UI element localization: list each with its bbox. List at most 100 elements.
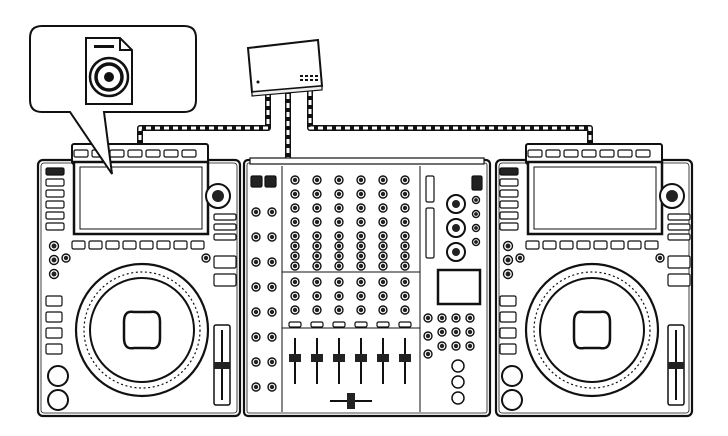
channel-trim-knob-cap (314, 293, 320, 299)
effects-knob-cap (467, 329, 473, 335)
hood-button (73, 149, 89, 158)
channel-knob-cap (314, 191, 320, 197)
master-knob-cap (452, 200, 460, 208)
left-column-button (499, 222, 519, 231)
eq-knob-cap (358, 253, 364, 259)
hot-cue-pad (139, 240, 154, 250)
mixer-send-knob-cap (253, 334, 259, 340)
channel-knob-cap (336, 191, 342, 197)
channel-trim-knob-cap (314, 307, 320, 313)
left-browse-knob (205, 183, 231, 209)
cue-button (398, 321, 412, 328)
mixer-send-knob-cap (253, 234, 259, 240)
channel-knob-cap (292, 191, 298, 197)
hot-cue-pad (173, 240, 188, 250)
effects-knob-cap (439, 343, 445, 349)
eq-knob-cap (314, 263, 320, 269)
mixer-send-knob-cap (253, 384, 259, 390)
mixer-send-knob-cap (269, 384, 275, 390)
shift-button (667, 255, 691, 269)
mixer-effects-screen (436, 268, 482, 306)
eq-knob-cap (358, 233, 364, 239)
eq-knob-cap (292, 243, 298, 249)
hot-cue-pad (105, 240, 120, 250)
mixer-send-knob-cap (269, 309, 275, 315)
eq-knob-cap (380, 253, 386, 259)
effects-knob-cap (439, 329, 445, 335)
headphone-knob (451, 359, 465, 373)
channel-fader-cap (311, 354, 323, 362)
mixer-send-knob-cap (269, 359, 275, 365)
right-column-button (213, 213, 237, 221)
right-browse-knob (659, 183, 685, 209)
hot-cue-pad (122, 240, 137, 250)
eq-knob-cap (336, 243, 342, 249)
mixer-send-knob-cap (269, 259, 275, 265)
eq-knob-cap (380, 243, 386, 249)
channel-fader-cap (355, 354, 367, 362)
hood-button (599, 149, 615, 158)
mixer-send-knob-cap (269, 334, 275, 340)
mixer-send-knob-cap (253, 209, 259, 215)
cue-button (47, 365, 69, 387)
eq-knob-cap (380, 233, 386, 239)
eq-knob-cap (402, 233, 408, 239)
booth-knob-cap (425, 333, 431, 339)
channel-knob-cap (380, 219, 386, 225)
hood-button (163, 149, 179, 158)
left-column-knob-cap (51, 257, 57, 263)
left-column-button (45, 200, 65, 209)
channel-knob-cap (358, 219, 364, 225)
eq-knob-cap (358, 243, 364, 249)
mixer-right-knob-cap (474, 226, 478, 230)
loop-button (499, 327, 517, 339)
hood-button (181, 149, 197, 158)
left-column-knob-cap (505, 257, 511, 263)
channel-knob-cap (380, 177, 386, 183)
loop-button (499, 343, 517, 355)
channel-fader-cap (289, 354, 301, 362)
hot-cue-pad (627, 240, 642, 250)
right-column-button (667, 233, 691, 241)
hood-button (527, 149, 543, 158)
left-column-button (45, 222, 65, 231)
cue-button (332, 321, 346, 328)
pad-knob-cap (517, 255, 523, 261)
cue-button (354, 321, 368, 328)
left-column-button (499, 200, 519, 209)
hot-cue-pad (559, 240, 574, 250)
left-column-knob-cap (51, 271, 57, 277)
left-dj-player (36, 143, 242, 418)
hot-cue-pad (71, 240, 86, 250)
eq-knob-cap (380, 263, 386, 269)
channel-trim-knob-cap (292, 279, 298, 285)
callout-magnifier (29, 25, 197, 175)
right-jog-wheel (524, 262, 660, 398)
hot-cue-pad (190, 240, 205, 250)
channel-trim-knob-cap (380, 293, 386, 299)
hood-button (545, 149, 561, 158)
hot-cue-pad (576, 240, 591, 250)
eq-knob-cap (292, 253, 298, 259)
channel-trim-knob-cap (292, 307, 298, 313)
channel-knob-cap (402, 177, 408, 183)
sync-button (667, 273, 691, 287)
pad-knob-cap (657, 255, 663, 261)
right-dj-player (494, 143, 694, 418)
loop-button (45, 343, 63, 355)
mixer-usb-button (250, 175, 263, 188)
hood-button (127, 149, 143, 158)
mixer-send-knob-cap (253, 259, 259, 265)
booth-knob-cap (425, 315, 431, 321)
eq-knob-cap (314, 243, 320, 249)
hood-button (581, 149, 597, 158)
channel-trim-knob-cap (336, 307, 342, 313)
channel-trim-knob-cap (358, 279, 364, 285)
cue-button (376, 321, 390, 328)
channel-trim-knob-cap (380, 279, 386, 285)
mixer-right-knob-cap (474, 212, 478, 216)
left-column-knob-cap (51, 243, 57, 249)
right-column-button (213, 233, 237, 241)
channel-knob-cap (358, 205, 364, 211)
headphone-knob (451, 375, 465, 389)
